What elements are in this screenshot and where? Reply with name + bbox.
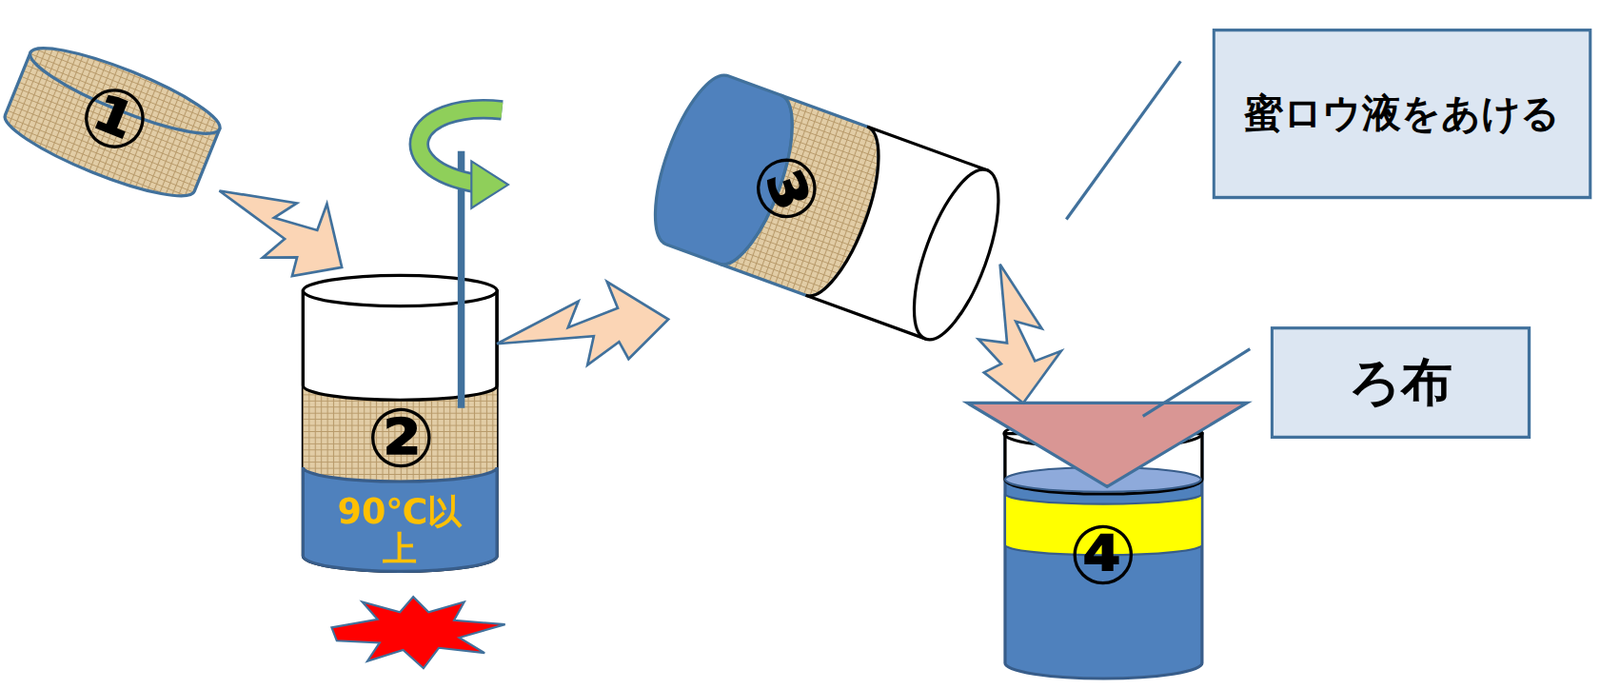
leader-line bbox=[1066, 60, 1181, 219]
block-arrow bbox=[978, 264, 1062, 404]
callout-text: ろ布 bbox=[1348, 355, 1452, 412]
process-step: ③ bbox=[668, 71, 1000, 347]
receiving-pot bbox=[967, 402, 1247, 679]
callout-box: 蜜ロウ液をあける bbox=[1212, 28, 1593, 199]
block-arrow bbox=[496, 281, 669, 365]
step-number: ② bbox=[366, 394, 436, 484]
block-arrow-shape bbox=[496, 281, 669, 365]
callout-box: ろ布 bbox=[1270, 326, 1531, 439]
leader-line bbox=[1143, 349, 1251, 417]
process-step: ② 90℃以上 bbox=[302, 267, 497, 574]
burlap-ring bbox=[0, 33, 228, 211]
process-step: ① bbox=[10, 25, 220, 210]
temperature-label: 90℃以上 bbox=[335, 492, 466, 569]
step-number: ③ bbox=[731, 140, 840, 238]
block-arrow-shape bbox=[978, 264, 1062, 404]
heating-pot bbox=[302, 109, 508, 670]
process-step: ④ bbox=[967, 402, 1247, 678]
block-arrow-shape bbox=[218, 190, 342, 277]
tilted-pot bbox=[637, 65, 1016, 350]
filter-cloth bbox=[967, 402, 1247, 487]
callout-text: 蜜ロウ液をあける bbox=[1244, 92, 1561, 136]
step-number: ④ bbox=[1068, 511, 1139, 601]
block-arrow bbox=[218, 190, 342, 277]
step-number: ① bbox=[65, 64, 164, 175]
